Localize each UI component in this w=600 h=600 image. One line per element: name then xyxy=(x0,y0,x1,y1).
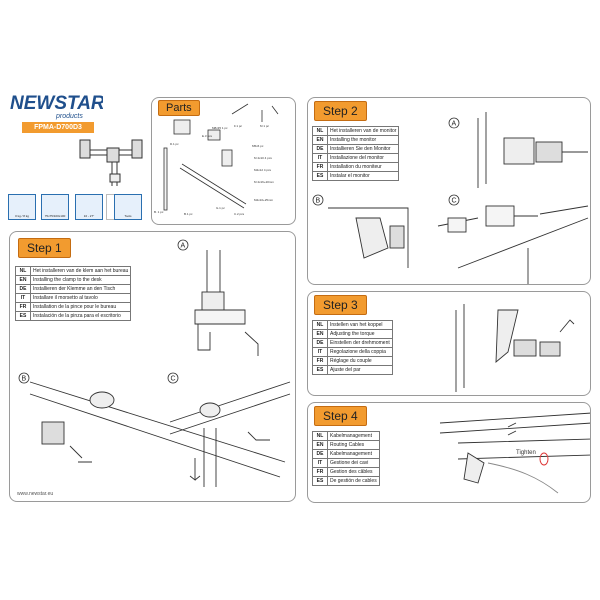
svg-text:A: A xyxy=(452,121,457,128)
parts-drawing xyxy=(163,103,279,211)
part-label-e: E.3 pcs xyxy=(202,134,213,138)
part-label-d: D.1 pc xyxy=(170,142,179,146)
part-label-m4x10-25: M4x10+25mm xyxy=(254,198,274,202)
step2-marker-a: A xyxy=(448,117,460,129)
parts-panel: Parts D.1 pc E.3 pcs F.1 pc M8x35 1 pc M… xyxy=(151,97,296,225)
step1-title: Step 1 xyxy=(18,238,71,258)
part-label-g1: G.1 pc xyxy=(216,206,225,210)
newstar-logo: NEWSTAR products xyxy=(8,91,103,121)
svg-text:A: A xyxy=(181,243,186,250)
step3-title: Step 3 xyxy=(314,295,367,315)
part-label-m4x16: M 4x16+20mm xyxy=(254,180,274,184)
svg-text:C: C xyxy=(452,198,457,205)
spec-screen-size xyxy=(75,194,103,220)
step2-illustrations: A B C xyxy=(312,112,589,284)
step4-illustration: Tighten xyxy=(439,412,590,494)
tighten-annotation: Tighten xyxy=(516,450,536,456)
part-label-c2: C.2 pcs xyxy=(234,212,245,216)
part-label-b1b: B.1 pc xyxy=(184,212,193,216)
spec-weight xyxy=(8,194,36,220)
part-label-m4x12: M4x12 4 pcs xyxy=(254,168,272,172)
part-label-m: M 1 pc xyxy=(260,124,270,128)
part-label-m4x10: M 4x10 4 pcs xyxy=(254,156,272,160)
step4-title: Step 4 xyxy=(314,406,367,426)
spec-vesa-label: 75x75/100x100 xyxy=(44,214,66,218)
step2-title: Step 2 xyxy=(314,101,367,121)
svg-text:C: C xyxy=(171,376,176,383)
part-label-f: F.1 pc xyxy=(234,124,243,128)
spec-tools-label: Tools xyxy=(124,214,132,218)
logo-bottom-text: products xyxy=(55,113,83,120)
part-label-m8: M8x35 1 pc xyxy=(212,126,228,130)
svg-text:B: B xyxy=(316,198,321,205)
tighten-highlight xyxy=(539,452,549,466)
step1-illustrations: A B C xyxy=(18,239,291,487)
spec-size-label: 10 - 27" xyxy=(83,214,95,218)
logo-graphic: NEWSTAR products xyxy=(10,93,103,120)
part-label-m5: M5x6 pc xyxy=(252,144,264,148)
logo-top-text: NEWSTAR xyxy=(10,93,103,114)
spec-tools xyxy=(114,194,142,220)
step2-marker-c: C xyxy=(448,194,460,206)
step1-marker-b: B xyxy=(18,372,30,384)
part-label-b1: B. 1 pc xyxy=(154,210,164,214)
spec-weight-label: 0 kg / 8 kg xyxy=(15,214,29,218)
parts-title: Parts xyxy=(158,100,200,116)
spec-vesa xyxy=(41,194,69,220)
step1-marker-a: A xyxy=(177,239,189,251)
model-label: FPMA-D700D3 xyxy=(22,122,94,133)
step2-marker-b: B xyxy=(312,194,324,206)
step1-marker-c: C xyxy=(167,372,179,384)
website-text: www.newstar.eu xyxy=(17,491,54,497)
svg-text:B: B xyxy=(22,376,27,383)
step3-illustration xyxy=(455,304,575,392)
